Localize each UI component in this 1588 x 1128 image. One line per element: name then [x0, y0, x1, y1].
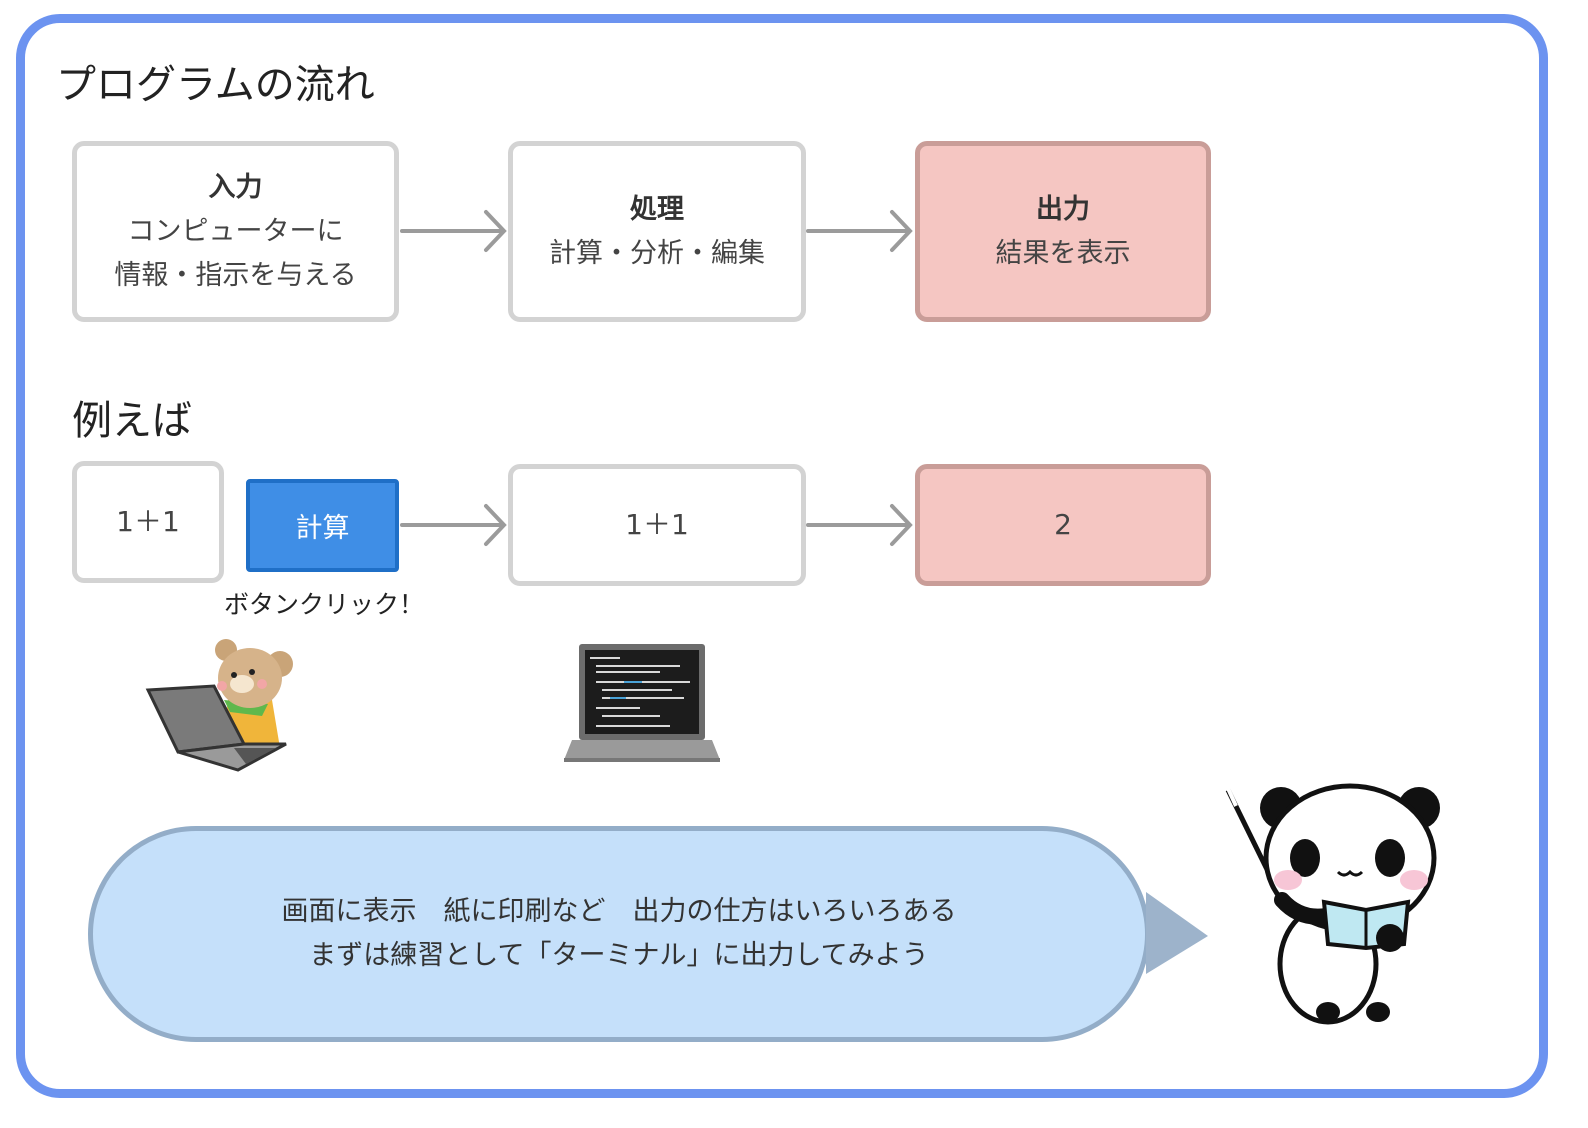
speech-line1: 画面に表示 紙に印刷など 出力の仕方はいろいろある	[281, 896, 957, 927]
arrow-right-icon	[806, 504, 913, 546]
panda-teacher-illustration	[1224, 783, 1440, 1025]
example-process-box: 1＋1	[508, 464, 806, 586]
output-box: 出力 結果を表示	[915, 141, 1211, 322]
speech-tail	[1146, 892, 1208, 974]
speech-bubble: 画面に表示 紙に印刷など 出力の仕方はいろいろある まずは練習として「ターミナル…	[88, 826, 1150, 1042]
arrow-right-icon	[400, 504, 507, 546]
example-section-title: 例えば	[72, 398, 192, 444]
output-title: 出力	[1036, 193, 1090, 225]
input-line1: コンピューターに	[127, 215, 344, 247]
output-line1: 結果を表示	[995, 237, 1131, 269]
calculate-button[interactable]: 計算	[246, 479, 399, 572]
bear-with-laptop-illustration	[145, 639, 293, 772]
flow-section-title: プログラムの流れ	[56, 62, 375, 108]
process-title: 処理	[630, 193, 684, 225]
input-box: 入力 コンピューターに 情報・指示を与える	[72, 141, 399, 322]
example-output-value: 2	[1054, 508, 1072, 541]
input-line2: 情報・指示を与える	[114, 259, 357, 291]
arrow-right-icon	[806, 210, 913, 252]
example-output-box: 2	[915, 464, 1211, 586]
button-caption: ボタンクリック！	[224, 590, 425, 619]
arrow-right-icon	[400, 210, 507, 252]
example-process-value: 1＋1	[625, 508, 689, 541]
process-line1: 計算・分析・編集	[549, 237, 765, 269]
speech-line2: まずは練習として「ターミナル」に出力してみよう	[309, 940, 929, 971]
example-input-box: 1＋1	[72, 461, 224, 583]
input-title: 入力	[208, 171, 263, 203]
laptop-code-illustration	[564, 644, 720, 762]
process-box: 処理 計算・分析・編集	[508, 141, 806, 322]
example-input-value: 1＋1	[116, 505, 180, 538]
